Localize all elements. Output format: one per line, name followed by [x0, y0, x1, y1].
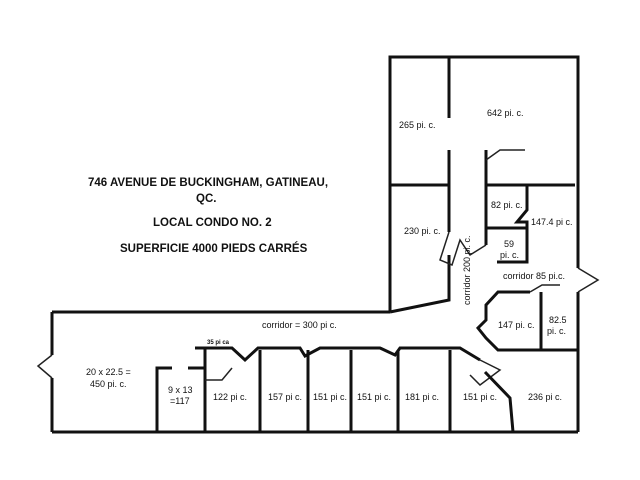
room-450-unit-label: 450 pi. c. [90, 379, 127, 389]
room-157-label: 157 pi c. [268, 392, 302, 402]
wall [390, 150, 451, 187]
room-117-value-label: =117 [170, 396, 190, 406]
wall [155, 366, 172, 432]
left-entrance-arrow [36, 354, 53, 379]
corridor-arrow [439, 231, 487, 267]
room-450-label: 20 x 22.5 = [86, 367, 131, 377]
room-82-label: 82 pi. c. [491, 200, 523, 210]
address-line-1: 746 AVENUE DE BUCKINGHAM, GATINEAU, [88, 177, 328, 189]
room-122-label: 122 pi c. [213, 392, 247, 402]
wall [389, 255, 451, 314]
room-35-label: 35 pi ca [207, 340, 230, 346]
room-151-b-label: 151 pi c. [357, 392, 391, 402]
room-147-4-label: 147.4 pi c. [531, 217, 573, 227]
unit-label: LOCAL CONDO NO. 2 [153, 217, 272, 229]
rooms-top-wall [195, 346, 481, 363]
room-265-label: 265 pi. c. [399, 120, 436, 130]
room-151-a-label: 151 pi c. [313, 392, 347, 402]
corridor-200-label: corridor 200 pi. c. [462, 235, 472, 305]
room-82-5-label: 82.5 [549, 315, 567, 325]
corridor-85-label: corridor 85 pi.c. [503, 271, 565, 281]
room-59-unit-label: pi. c. [500, 250, 519, 260]
room-642-label: 642 pi. c. [487, 108, 524, 118]
wall [475, 290, 575, 352]
room-147-label: 147 pi. c. [498, 320, 535, 330]
room-labels: 265 pi. c. 642 pi. c. 230 pi. c. 82 pi. … [86, 108, 573, 406]
walls [36, 55, 600, 434]
door-swing [529, 284, 560, 293]
address-line-2: QC. [196, 193, 216, 205]
area-label: SUPERFICIE 4000 PIEDS CARRÉS [120, 242, 308, 255]
washroom-wall [205, 367, 233, 381]
title-block: 746 AVENUE DE BUCKINGHAM, GATINEAU, QC. … [88, 177, 328, 255]
room-117-label: 9 x 13 [168, 385, 193, 395]
right-entrance-arrow [577, 267, 600, 293]
room-151-c-label: 151 pi c. [463, 392, 497, 402]
door-swing [485, 149, 525, 161]
corridor-300-label: corridor = 300 pi c. [262, 320, 337, 330]
room-181-label: 181 pi c. [405, 392, 439, 402]
room-82-5-unit-label: pi. c. [547, 326, 566, 336]
room-236-label: 236 pi c. [528, 392, 562, 402]
wall [497, 185, 529, 264]
room-59-label: 59 [504, 239, 514, 249]
room-230-label: 230 pi. c. [404, 226, 441, 236]
wall [483, 370, 515, 433]
